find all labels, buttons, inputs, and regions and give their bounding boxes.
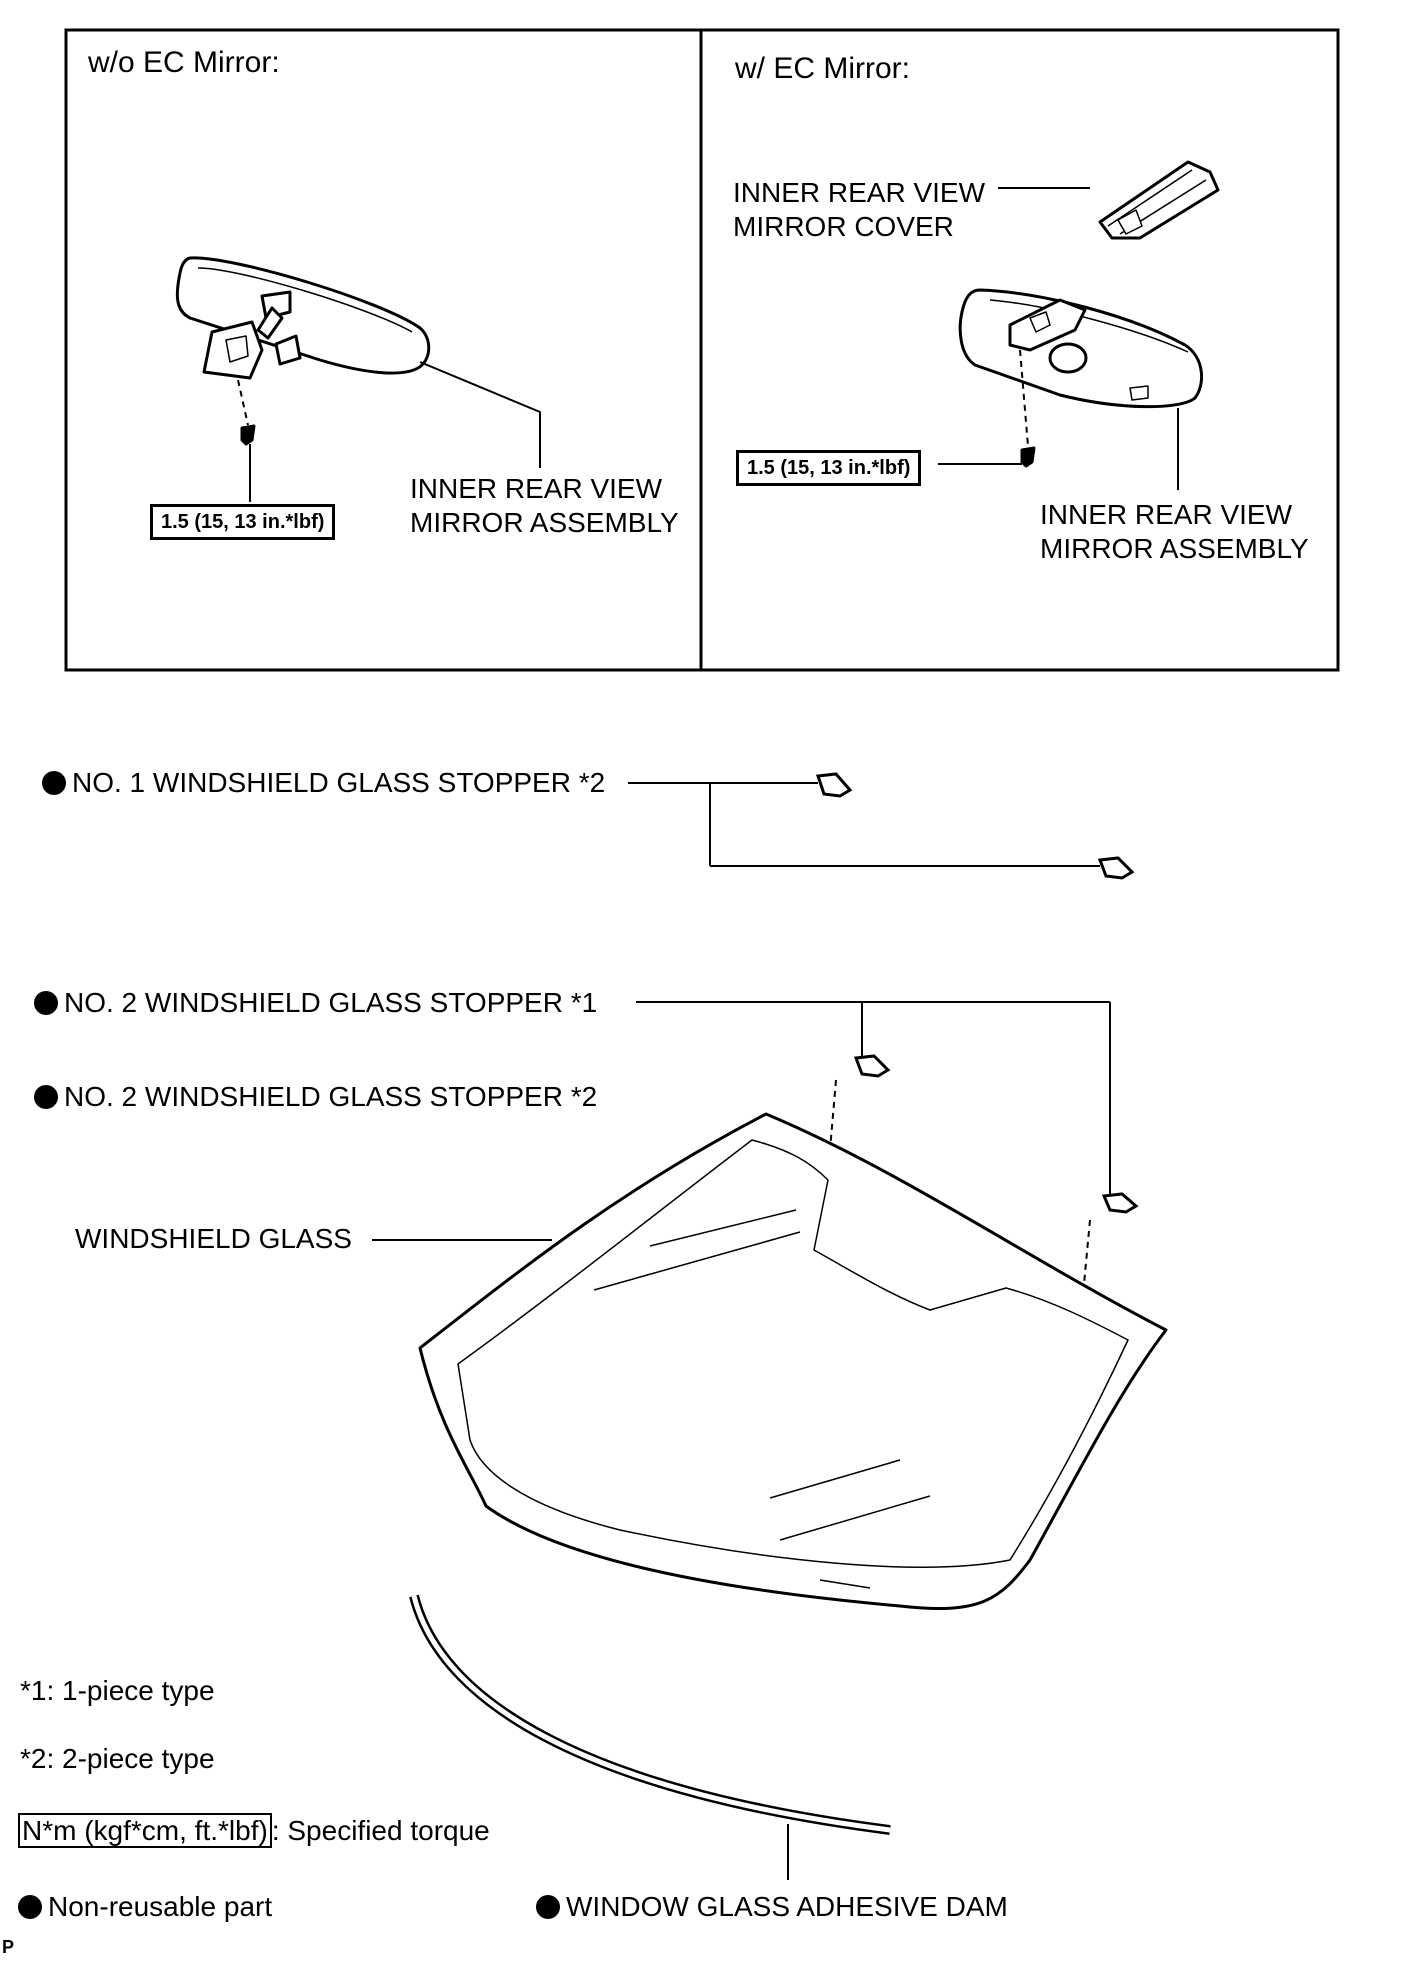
- right-torque-spec: 1.5 (15, 13 in.*lbf): [736, 450, 922, 486]
- legend-torque: N*m (kgf*cm, ft.*lbf): Specified torque: [18, 1813, 490, 1848]
- non-reusable-bullet-icon: [34, 1085, 58, 1109]
- windshield-glass-label: WINDSHIELD GLASS: [75, 1223, 352, 1254]
- no2-stopper-2-label: NO. 2 WINDSHIELD GLASS STOPPER *2: [34, 1080, 597, 1114]
- no1-stopper-leaders: [628, 772, 1135, 880]
- right-mirror-label-line2: MIRROR ASSEMBLY: [1040, 533, 1309, 564]
- mirror-cover-label-line2: MIRROR COVER: [733, 211, 954, 242]
- mirror-cover-label-line1: INNER REAR VIEW: [733, 177, 986, 208]
- no1-stopper-label: NO. 1 WINDSHIELD GLASS STOPPER *2: [42, 766, 605, 800]
- panel-frame: [64, 28, 1340, 672]
- non-reusable-bullet-icon: [42, 771, 66, 795]
- legend-note-1: *1: 1-piece type: [20, 1675, 215, 1706]
- right-panel-title: w/ EC Mirror:: [735, 52, 910, 85]
- left-panel-title: w/o EC Mirror:: [88, 46, 280, 79]
- adhesive-dam-label: WINDOW GLASS ADHESIVE DAM: [536, 1890, 1008, 1924]
- corner-mark: P: [2, 1937, 15, 1957]
- windshield-glass-illustration: [372, 1112, 1168, 1610]
- torque-unit-description: : Specified torque: [271, 1815, 490, 1846]
- left-torque-spec: 1.5 (15, 13 in.*lbf): [150, 504, 336, 540]
- adhesive-dam-illustration: [409, 1594, 891, 1880]
- non-reusable-bullet-icon: [18, 1895, 42, 1919]
- right-mirror-illustration: [938, 160, 1220, 490]
- non-reusable-bullet-icon: [34, 991, 58, 1015]
- no2-stopper-1-label: NO. 2 WINDSHIELD GLASS STOPPER *1: [34, 986, 597, 1020]
- no2-stopper-leaders: [636, 1001, 1139, 1285]
- legend-non-reusable: Non-reusable part: [18, 1890, 272, 1924]
- left-mirror-label-line2: MIRROR ASSEMBLY: [410, 507, 679, 538]
- torque-unit-box: N*m (kgf*cm, ft.*lbf): [18, 1813, 272, 1848]
- left-mirror-illustration: [175, 256, 541, 502]
- left-mirror-label-line1: INNER REAR VIEW: [410, 473, 663, 504]
- right-mirror-label-line1: INNER REAR VIEW: [1040, 499, 1293, 530]
- non-reusable-bullet-icon: [536, 1895, 560, 1919]
- legend-note-2: *2: 2-piece type: [20, 1743, 215, 1774]
